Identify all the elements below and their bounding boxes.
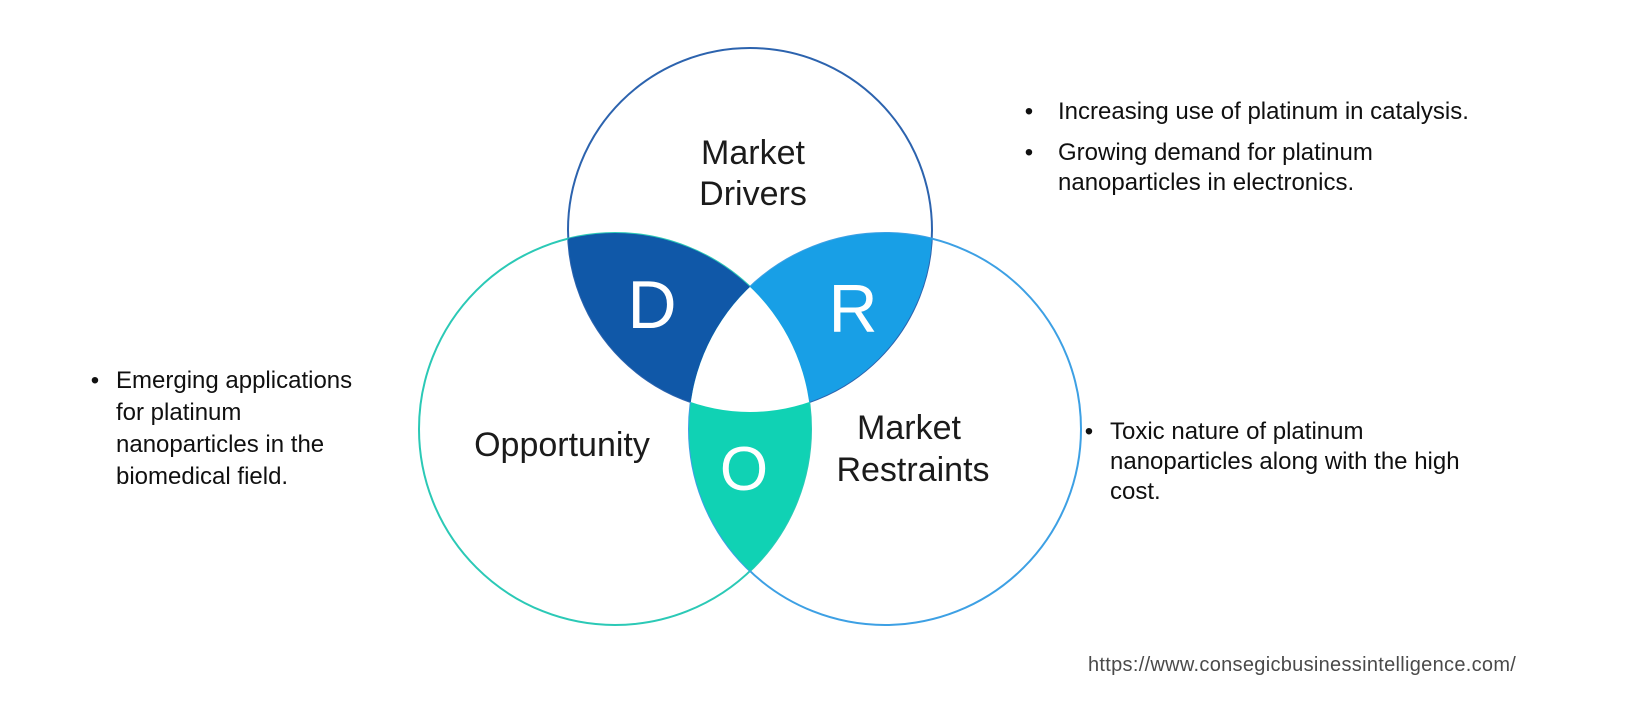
- bullet-text: Growing demand for platinum nanoparticle…: [1058, 139, 1373, 196]
- source-url: https://www.consegicbusinessintelligence…: [1088, 654, 1517, 676]
- bullet-text: Toxic nature of platinum nanoparticles a…: [1110, 418, 1460, 505]
- drivers-restraints-overlap: [689, 233, 932, 412]
- d-overlap-letter: D: [627, 267, 676, 343]
- r-overlap-letter: R: [828, 271, 877, 347]
- bullet-text: Emerging applications for platinum nanop…: [116, 367, 353, 490]
- opportunity-label: Opportunity: [474, 426, 650, 464]
- drivers-opportunity-overlap: [568, 233, 811, 412]
- bullet-text: Increasing use of platinum in catalysis.: [1058, 98, 1469, 125]
- bullet-icon: •: [90, 367, 100, 394]
- market-drivers-label-line1: Market: [701, 134, 805, 172]
- bullet-icon: •: [1024, 139, 1034, 166]
- market-drivers-notes: • Increasing use of platinum in catalysi…: [1010, 97, 1510, 198]
- list-item: • Increasing use of platinum in catalysi…: [1010, 97, 1510, 127]
- list-item: • Emerging applications for platinum nan…: [82, 365, 402, 493]
- list-item: • Toxic nature of platinum nanoparticles…: [1076, 417, 1496, 507]
- market-restraints-label-line1: Market: [857, 409, 961, 447]
- bullet-icon: •: [1084, 418, 1094, 445]
- market-drivers-label-line2: Drivers: [699, 175, 807, 213]
- market-restraints-label-line2: Restraints: [836, 451, 989, 489]
- list-item: • Growing demand for platinum nanopartic…: [1010, 138, 1510, 198]
- opportunity-notes: • Emerging applications for platinum nan…: [82, 365, 402, 493]
- market-restraints-notes: • Toxic nature of platinum nanoparticles…: [1076, 417, 1496, 507]
- o-overlap-letter: O: [720, 435, 768, 504]
- bullet-icon: •: [1024, 98, 1034, 125]
